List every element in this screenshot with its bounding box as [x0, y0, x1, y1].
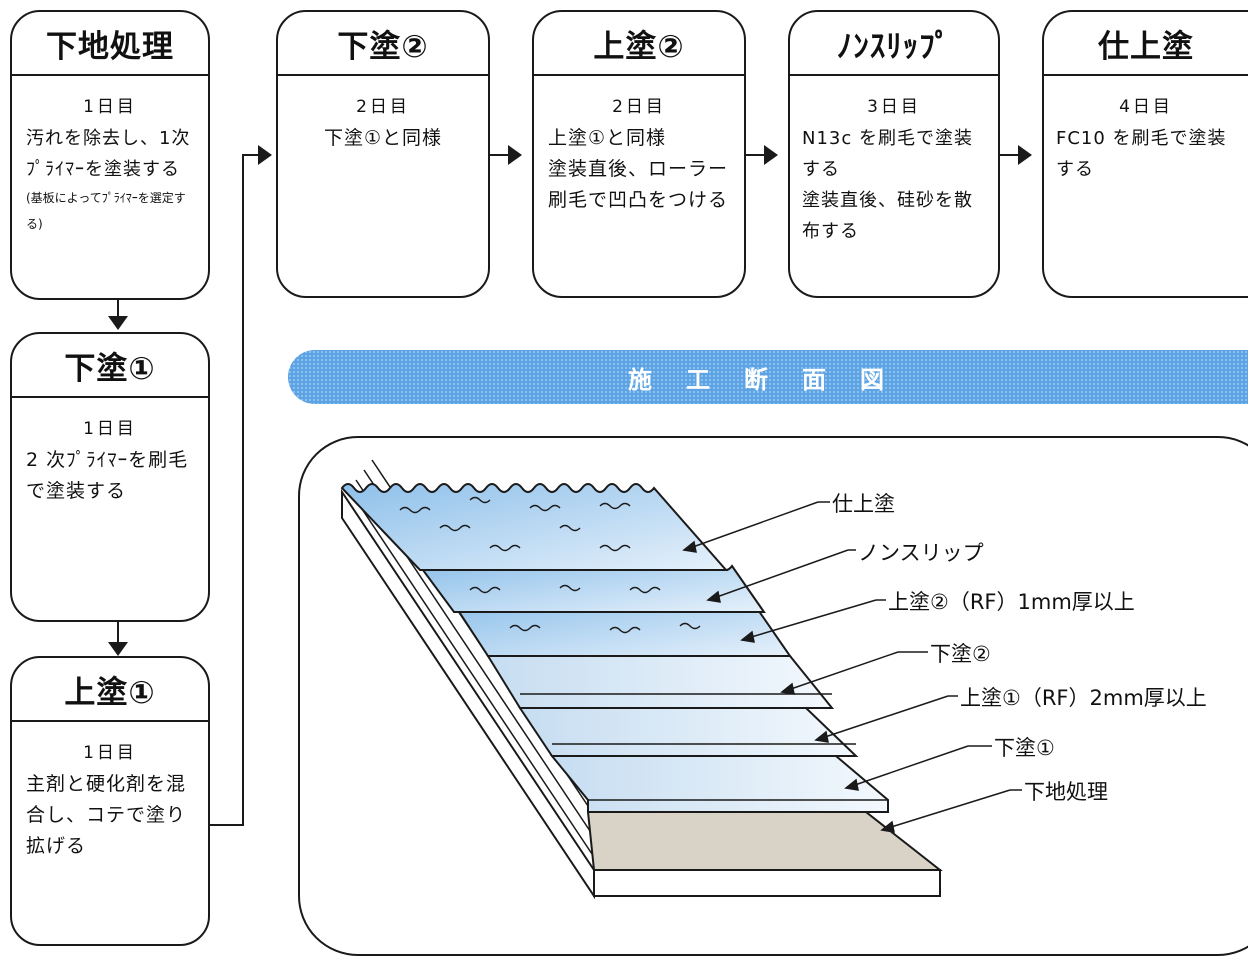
- banner-title: 施工断面図: [628, 365, 918, 394]
- label-shitaji: 下地処理: [1024, 780, 1108, 804]
- step-note: (基板によってﾌﾟﾗｲﾏｰを選定する): [26, 191, 186, 231]
- step-title: 下塗①: [12, 334, 208, 398]
- step-card-uwanuri1: 上塗① 1日目 主剤と硬化剤を混合し、コテで塗り拡げる: [10, 656, 210, 946]
- wave-marks: [399, 496, 701, 634]
- step-title: 下地処理: [12, 12, 208, 76]
- step-day: 2日目: [612, 97, 666, 117]
- step-card-shitaji: 下地処理 1日目 汚れを除去し、1次ﾌﾟﾗｲﾏｰを塗装する (基板によってﾌﾟﾗ…: [10, 10, 210, 300]
- connector-line: [1000, 154, 1022, 156]
- step-desc: 下塗①と同様: [323, 127, 443, 149]
- step-card-nonslip: ﾉﾝｽﾘｯﾌﾟ 3日目 N13c を刷毛で塗装する 塗装直後、硅砂を散布する: [788, 10, 1000, 298]
- step-title: 上塗①: [12, 658, 208, 722]
- section-banner: 施工断面図: [288, 350, 1248, 404]
- step-desc: 2 次ﾌﾟﾗｲﾏｰを刷毛で塗装する: [26, 449, 189, 502]
- label-shiage: 仕上塗: [832, 492, 895, 516]
- label-shitanuri1: 下塗①: [994, 736, 1055, 760]
- layer-uwanuri1: [518, 707, 859, 757]
- step-day: 1日目: [83, 97, 137, 117]
- step-desc: 上塗①と同様 塗装直後、ローラー刷毛で凹凸をつける: [548, 127, 729, 211]
- layer-shiage: [340, 483, 729, 571]
- connector-line: [242, 154, 260, 156]
- step-card-shitanuri1: 下塗① 1日目 2 次ﾌﾟﾗｲﾏｰを刷毛で塗装する: [10, 332, 210, 622]
- step-desc: 汚れを除去し、1次ﾌﾟﾗｲﾏｰを塗装する: [26, 128, 191, 180]
- arrow-right-3: [1018, 145, 1032, 165]
- step-desc: FC10 を刷毛で塗装する: [1056, 128, 1227, 180]
- step-desc: 主剤と硬化剤を混合し、コテで塗り拡げる: [26, 773, 187, 857]
- arrow-down-1: [108, 316, 128, 330]
- step-title: ﾉﾝｽﾘｯﾌﾟ: [790, 12, 998, 76]
- layer-shitaji: [586, 811, 943, 871]
- step-title: 仕上塗: [1044, 12, 1248, 76]
- step-day: 1日目: [83, 419, 137, 439]
- layer-shitanuri1: [549, 755, 889, 813]
- connector-line: [117, 300, 119, 318]
- step-card-uwanuri2: 上塗② 2日目 上塗①と同様 塗装直後、ローラー刷毛で凹凸をつける: [532, 10, 746, 298]
- connector-line: [746, 154, 768, 156]
- arrow-right-2: [764, 145, 778, 165]
- arrow-right-1: [508, 145, 522, 165]
- label-uwanuri2: 上塗②（RF）1mm厚以上: [888, 590, 1135, 614]
- step-desc: N13c を刷毛で塗装する 塗装直後、硅砂を散布する: [802, 128, 973, 242]
- leader-lines: [682, 501, 1011, 833]
- step-day: 4日目: [1119, 97, 1173, 117]
- step-card-shitanuri2: 下塗② 2日目 下塗①と同様: [276, 10, 490, 298]
- base-slab-front: [593, 869, 941, 897]
- arrow-right-0: [258, 145, 272, 165]
- connector-line: [210, 824, 244, 826]
- connector-line: [117, 622, 119, 646]
- leader-ticks: [818, 501, 1022, 791]
- label-nonslip: ノンスリップ: [858, 541, 984, 565]
- layer-edge: [347, 487, 601, 867]
- connector-line: [242, 154, 244, 826]
- step-day: 1日目: [83, 743, 137, 763]
- step-day: 3日目: [867, 97, 921, 117]
- step-title: 下塗②: [278, 12, 488, 76]
- step-card-shiage: 仕上塗 4日目 FC10 を刷毛で塗装する: [1042, 10, 1248, 298]
- label-uwanuri1: 上塗①（RF）2mm厚以上: [960, 686, 1207, 710]
- connector-line: [490, 154, 512, 156]
- step-title: 上塗②: [534, 12, 744, 76]
- step-day: 2日目: [356, 97, 410, 117]
- arrow-down-2: [108, 642, 128, 656]
- layer-shitanuri2: [486, 655, 835, 709]
- label-shitanuri2: 下塗②: [930, 642, 991, 666]
